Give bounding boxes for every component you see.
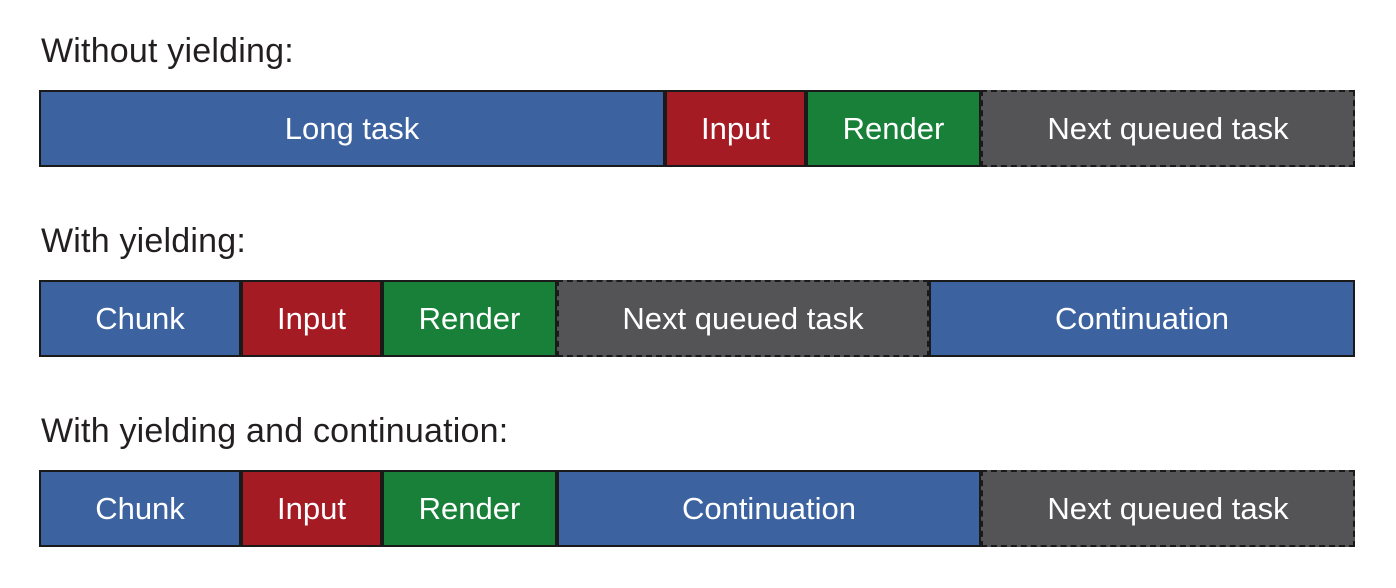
task-segment-chunk: Chunk xyxy=(39,280,241,357)
task-segment-next-queued-task: Next queued task xyxy=(981,90,1355,167)
scenario-with-yielding-and-continuation: With yielding and continuation: Chunk Inp… xyxy=(39,409,1396,547)
task-segment-label: Long task xyxy=(284,111,420,146)
task-timeline-bar: Chunk Input Render Next queued task Continua… xyxy=(39,280,1355,357)
task-segment-label: Render xyxy=(418,491,521,526)
task-segment-render: Render xyxy=(382,280,557,357)
scenario-heading: With yielding and continuation: xyxy=(41,412,509,450)
task-segment-next-queued-task: Next queued task xyxy=(981,470,1355,547)
task-segment-label: Input xyxy=(277,491,346,526)
task-segment-continuation: Continuation xyxy=(929,280,1355,357)
task-segment-label: Next queued task xyxy=(622,301,864,336)
task-segment-label: Continuation xyxy=(681,491,857,526)
task-segment-label: Chunk xyxy=(95,301,185,336)
task-segment-label: Next queued task xyxy=(1047,491,1289,526)
task-segment-input: Input xyxy=(241,280,382,357)
task-segment-label: Input xyxy=(701,111,770,146)
task-segment-label: Input xyxy=(277,301,346,336)
task-segment-continuation: Continuation xyxy=(557,470,981,547)
scenario-with-yielding: With yielding: Chunk Input Render Next queu… xyxy=(39,219,1396,357)
task-timeline-bar: Long task Input Render Next queued task xyxy=(39,90,1355,167)
task-segment-long-task: Long task xyxy=(39,90,665,167)
scenario-heading: Without yielding: xyxy=(41,32,294,70)
task-segment-label: Render xyxy=(842,111,945,146)
task-segment-label: Next queued task xyxy=(1047,111,1289,146)
task-segment-chunk: Chunk xyxy=(39,470,241,547)
task-timeline-bar: Chunk Input Render Continuation Next queued … xyxy=(39,470,1355,547)
task-segment-render: Render xyxy=(806,90,981,167)
task-segment-input: Input xyxy=(241,470,382,547)
task-segment-label: Chunk xyxy=(95,491,185,526)
task-segment-label: Continuation xyxy=(1054,301,1230,336)
task-segment-label: Render xyxy=(418,301,521,336)
scenario-heading: With yielding: xyxy=(41,222,246,260)
task-segment-next-queued-task: Next queued task xyxy=(557,280,929,357)
task-segment-render: Render xyxy=(382,470,557,547)
scenario-without-yielding: Without yielding: Long task Input Render Ne… xyxy=(39,29,1396,167)
task-segment-input: Input xyxy=(665,90,806,167)
